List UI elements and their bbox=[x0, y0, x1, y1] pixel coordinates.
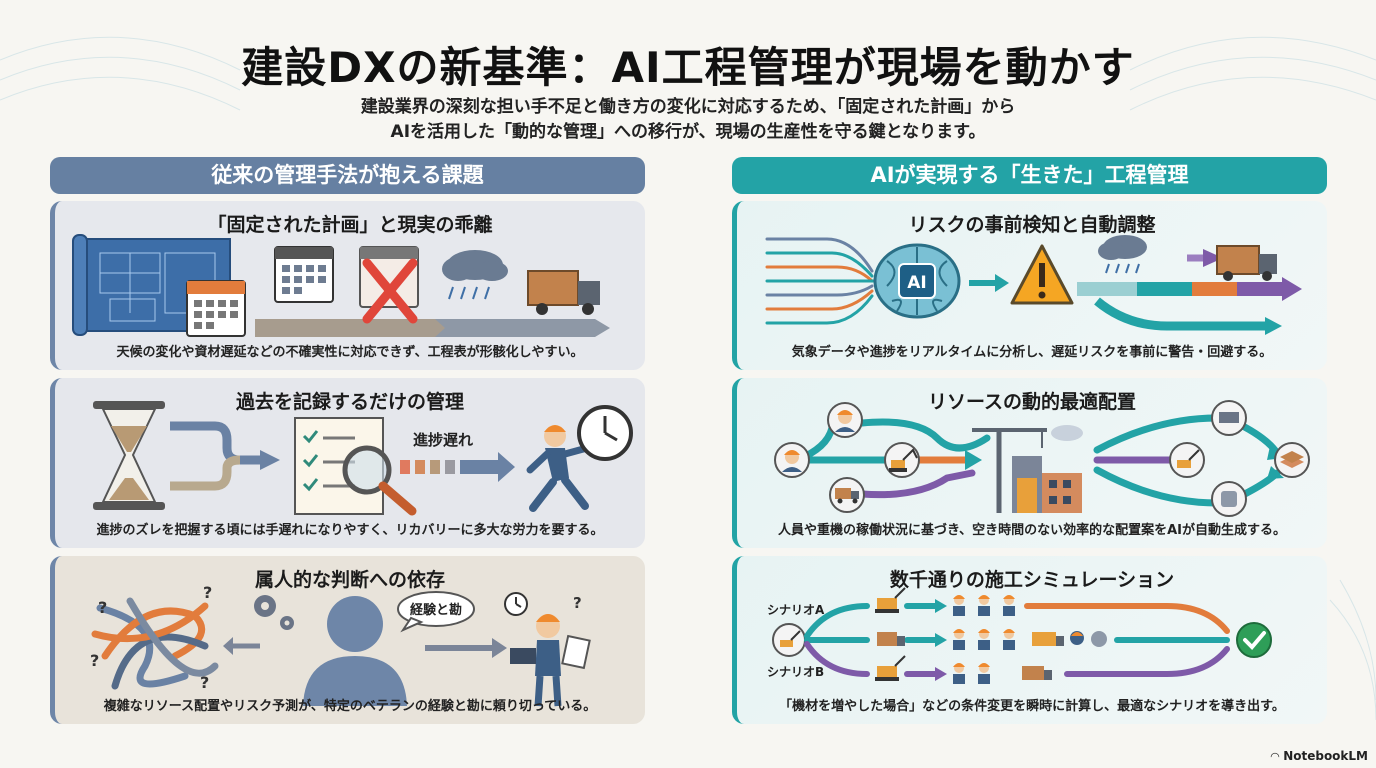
drum-avatar-icon bbox=[1211, 481, 1247, 517]
svg-text:?: ? bbox=[90, 651, 99, 670]
panel-caption: 天候の変化や資材遅延などの不確実性に対応できず、工程表が形骸化しやすい。 bbox=[116, 345, 584, 360]
start-excavator-icon bbox=[772, 623, 806, 657]
worker-group-icon bbox=[953, 595, 1015, 684]
right-column-header: AIが実現する「生きた」工程管理 bbox=[732, 157, 1327, 194]
panel-title: 「固定された計画」と現実の乖離 bbox=[207, 214, 493, 236]
truck-avatar-icon bbox=[829, 477, 865, 513]
rain-cloud-icon bbox=[442, 250, 508, 300]
panel-caption: 気象データや進捗をリアルタイムに分析し、遅延リスクを事前に警告・回避する。 bbox=[791, 345, 1273, 360]
veteran-silhouette-icon bbox=[303, 596, 407, 706]
excavator-avatar-icon bbox=[884, 442, 920, 478]
ai-brain-icon: AI bbox=[873, 243, 961, 319]
clock-icon bbox=[577, 405, 633, 461]
excavator-icon-2 bbox=[875, 655, 906, 681]
hourglass-icon bbox=[93, 401, 165, 510]
scenario-a-label: シナリオA bbox=[767, 603, 825, 617]
truck-icon bbox=[1216, 245, 1277, 281]
panel-caption: 「機材を増やした場合」などの条件変更を瞬時に計算し、最適なシナリオを導き出す。 bbox=[779, 699, 1285, 714]
simulation-illustration: シナリオA シナリオB bbox=[767, 587, 1272, 684]
resource-allocation-illustration bbox=[774, 400, 1310, 517]
risk-detection-illustration: AI bbox=[765, 235, 1302, 335]
outcome-arrows bbox=[1077, 249, 1302, 335]
busy-worker-icon: ? bbox=[510, 594, 591, 707]
worker-avatar-icon-2 bbox=[774, 442, 810, 478]
delay-arrow bbox=[400, 452, 515, 482]
brand-label: NotebookLM bbox=[1283, 749, 1368, 763]
panel-title: リスクの事前検知と自動調整 bbox=[908, 214, 1156, 236]
worker-avatar-icon bbox=[827, 402, 863, 438]
gear-icon bbox=[254, 595, 294, 630]
ai-label: AI bbox=[907, 273, 926, 293]
truck-icon bbox=[527, 270, 600, 315]
warning-icon bbox=[1010, 244, 1074, 305]
excavator-icon bbox=[875, 587, 906, 613]
panel-risk-detection: リスクの事前検知と自動調整 AI bbox=[732, 201, 1327, 370]
check-icon bbox=[1236, 622, 1272, 658]
panel-title: 数千通りの施工シミュレーション bbox=[889, 569, 1175, 591]
equipment-row-icons bbox=[1022, 631, 1107, 680]
panel-caption: 人員や重機の稼働状況に基づき、空き時間のない効率的な配置案をAIが自動生成する。 bbox=[778, 523, 1286, 538]
subtitle-line-1: 建設業界の深刻な担い手不足と働き方の変化に対応するため、「固定された計画」から bbox=[360, 97, 1016, 117]
delay-label: 進捗遅れ bbox=[413, 431, 473, 449]
panel-caption: 複雑なリソース配置やリスク予測が、特定のベテランの経験と勘に頼り切っている。 bbox=[103, 699, 597, 714]
svg-text:?: ? bbox=[573, 594, 582, 612]
svg-text:?: ? bbox=[200, 673, 209, 692]
tangled-arrows-icon bbox=[91, 597, 219, 690]
excavator-avatar-icon-2 bbox=[1169, 442, 1205, 478]
panel-simulation: 数千通りの施工シミュレーション シナリオA シナリオB bbox=[732, 556, 1327, 724]
scenario-b-label: シナリオB bbox=[767, 665, 824, 679]
panel-record-only: 過去を記録するだけの管理 進捗遅れ bbox=[50, 378, 645, 548]
brand-mark: ◠ NotebookLM bbox=[1271, 749, 1368, 763]
svg-text:?: ? bbox=[98, 598, 107, 617]
calendar-icon-2 bbox=[274, 246, 334, 303]
page-title: 建設DXの新基準：AI工程管理が現場を動かす bbox=[241, 43, 1135, 92]
rain-cloud-icon bbox=[1098, 235, 1147, 274]
stack-avatar-icon bbox=[1274, 442, 1310, 478]
page-subtitle: 建設業界の深刻な担い手不足と働き方の変化に対応するため、「固定された計画」から … bbox=[0, 95, 1376, 145]
speech-bubble: 経験と勘 bbox=[397, 591, 475, 633]
panel-title: リソースの動的最適配置 bbox=[927, 391, 1137, 413]
calendar-icon bbox=[186, 280, 246, 337]
panel-fixed-plan: 「固定された計画」と現実の乖離 bbox=[50, 201, 645, 370]
clock-small-icon bbox=[504, 592, 528, 616]
magnifier-icon bbox=[342, 445, 417, 516]
person-dependency-illustration: ???? 経験と勘 ? bbox=[90, 583, 591, 707]
panel-person-dependency: 属人的な判断への依存 ???? 経験と勘 bbox=[50, 556, 645, 724]
cancelled-calendar-icon bbox=[359, 246, 419, 324]
panel-resource-allocation: リソースの動的最適配置 bbox=[732, 378, 1327, 548]
fixed-plan-illustration bbox=[72, 234, 610, 337]
left-column-header: 従来の管理手法が抱える課題 bbox=[50, 157, 645, 194]
experience-bubble-label: 経験と勘 bbox=[410, 602, 462, 618]
construction-site-icon bbox=[972, 425, 1083, 513]
notebooklm-icon: ◠ bbox=[1270, 749, 1280, 763]
subtitle-line-2: AIを活用した「動的な管理」への移行が、現場の生産性を守る鍵となります。 bbox=[390, 122, 986, 142]
panel-title: 過去を記録するだけの管理 bbox=[235, 391, 464, 413]
panel-title: 属人的な判断への依存 bbox=[254, 569, 445, 591]
panel-caption: 進捗のズレを把握する頃には手遅れになりやすく、リカバリーに多大な労力を要する。 bbox=[96, 523, 604, 538]
svg-text:?: ? bbox=[203, 583, 212, 602]
record-only-illustration: 進捗遅れ bbox=[93, 401, 633, 516]
truck-icon bbox=[877, 632, 905, 646]
material-avatar-icon bbox=[1211, 400, 1247, 436]
data-streams bbox=[765, 237, 879, 325]
